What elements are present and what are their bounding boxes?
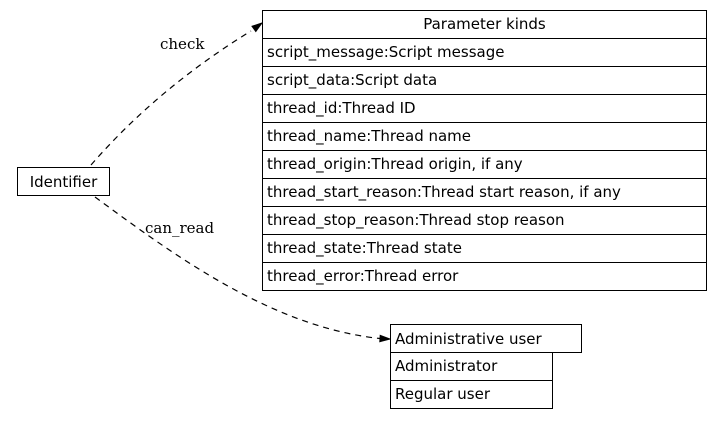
node-identifier-label: Identifier	[29, 172, 98, 191]
arrowhead-check	[251, 22, 264, 33]
edge-label-can-read: can_read	[145, 219, 215, 237]
parameter-row: script_data:Script data	[263, 67, 706, 95]
node-parameter-kinds: Parameter kinds script_message:Script me…	[262, 10, 707, 291]
admin-user-row: Administrator	[391, 353, 552, 381]
admin-user-row: Regular user	[395, 385, 491, 403]
parameter-row: thread_id:Thread ID	[263, 95, 706, 123]
arrowhead-can-read	[379, 334, 392, 343]
parameter-row: thread_origin:Thread origin, if any	[263, 151, 706, 179]
parameter-kinds-title: Parameter kinds	[263, 11, 706, 39]
parameter-row: thread_stop_reason:Thread stop reason	[263, 207, 706, 235]
parameter-row: thread_state:Thread state	[263, 235, 706, 263]
edge-label-check: check	[160, 35, 205, 53]
node-identifier: Identifier	[17, 167, 110, 196]
parameter-row: script_message:Script message	[263, 39, 706, 67]
node-admin-user-title: Administrative user	[390, 324, 582, 353]
parameter-row: thread_name:Thread name	[263, 123, 706, 151]
parameter-row: thread_error:Thread error	[267, 267, 459, 285]
admin-user-title-label: Administrative user	[395, 329, 542, 348]
node-admin-user-rows: Administrator Regular user	[390, 352, 553, 409]
parameter-row: thread_start_reason:Thread start reason,…	[263, 179, 706, 207]
